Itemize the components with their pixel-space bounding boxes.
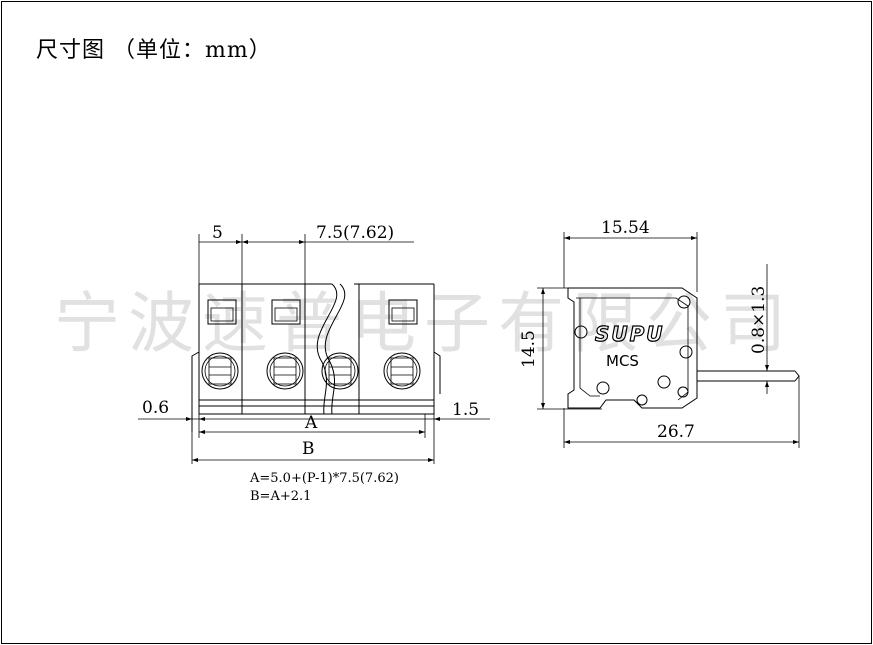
page-title: 尺寸图 （单位：mm） (36, 38, 272, 63)
mounting-hole (677, 295, 691, 309)
dim-right-offset: 1.5 (452, 400, 479, 420)
wire-clamp (390, 357, 414, 385)
arrow (541, 288, 545, 294)
wire-entry-hole (383, 352, 421, 390)
screw-window-group (207, 299, 418, 325)
wire-entry-hole-inner (324, 355, 356, 387)
model-label: MCS (606, 352, 639, 370)
side-view: 15.54 14.5 SUPU MCS (519, 218, 800, 448)
screw-window (207, 299, 237, 325)
screw-window-inner (210, 307, 234, 322)
arrow (192, 458, 198, 462)
mounting-hole (657, 375, 671, 389)
wire-entry-hole (201, 352, 239, 390)
arrow (564, 440, 570, 444)
dim-left-offset: 0.6 (142, 398, 169, 418)
dim-pitch: 7.5(7.62) (316, 223, 394, 243)
arrow (428, 458, 434, 462)
pin-tip (794, 370, 800, 382)
housing-outline (567, 287, 698, 409)
housing-inner (576, 297, 689, 401)
screw-window (271, 299, 301, 325)
wire-clamp (208, 357, 232, 385)
arrow (434, 417, 440, 421)
dim-total-length: 26.7 (657, 422, 695, 442)
brand-logo: SUPU (595, 322, 665, 346)
wire-entry-group (201, 352, 421, 390)
mounting-hole (677, 386, 689, 398)
arrow (299, 240, 305, 244)
break-mark (324, 283, 346, 415)
wire-entry-hole-inner (386, 355, 418, 387)
arrow (765, 381, 769, 387)
front-view: 5 7.5(7.62) (138, 223, 490, 504)
dim-height: 14.5 (519, 330, 539, 368)
mounting-hole (636, 394, 648, 406)
formula-a: A=5.0+(P-1)*7.5(7.62) (249, 471, 399, 486)
wire-entry-hole (266, 352, 304, 390)
arrow (199, 430, 205, 434)
arrow (186, 417, 192, 421)
wire-entry-hole-inner (204, 355, 236, 387)
housing-inner (579, 298, 600, 397)
arrow (765, 365, 769, 371)
wire-clamp (328, 357, 352, 385)
screw-window (388, 299, 418, 325)
screw-window-inner (274, 307, 298, 322)
arrow (541, 403, 545, 409)
arrow (793, 440, 799, 444)
arrow (242, 240, 248, 244)
arrow (236, 240, 242, 244)
arrow (564, 236, 570, 240)
dim-a-label: A (304, 413, 318, 433)
formula-b: B=A+2.1 (250, 489, 311, 504)
mounting-hole (574, 325, 588, 339)
mounting-hole (596, 381, 610, 395)
wire-entry-hole-inner (269, 355, 301, 387)
arrow (199, 417, 205, 421)
screw-window-inner (391, 307, 415, 322)
wire-clamp (273, 357, 297, 385)
dim-b-label: B (302, 439, 315, 459)
arrow (419, 430, 425, 434)
break-mark (316, 283, 338, 415)
body-outline (191, 284, 441, 432)
dim-pitch-first: 5 (212, 223, 223, 243)
dim-pin: 0.8×1.3 (749, 286, 769, 354)
wire-entry-hole (321, 352, 359, 390)
dim-width: 15.54 (601, 218, 650, 238)
arrow (691, 236, 697, 240)
mounting-hole (679, 345, 693, 359)
